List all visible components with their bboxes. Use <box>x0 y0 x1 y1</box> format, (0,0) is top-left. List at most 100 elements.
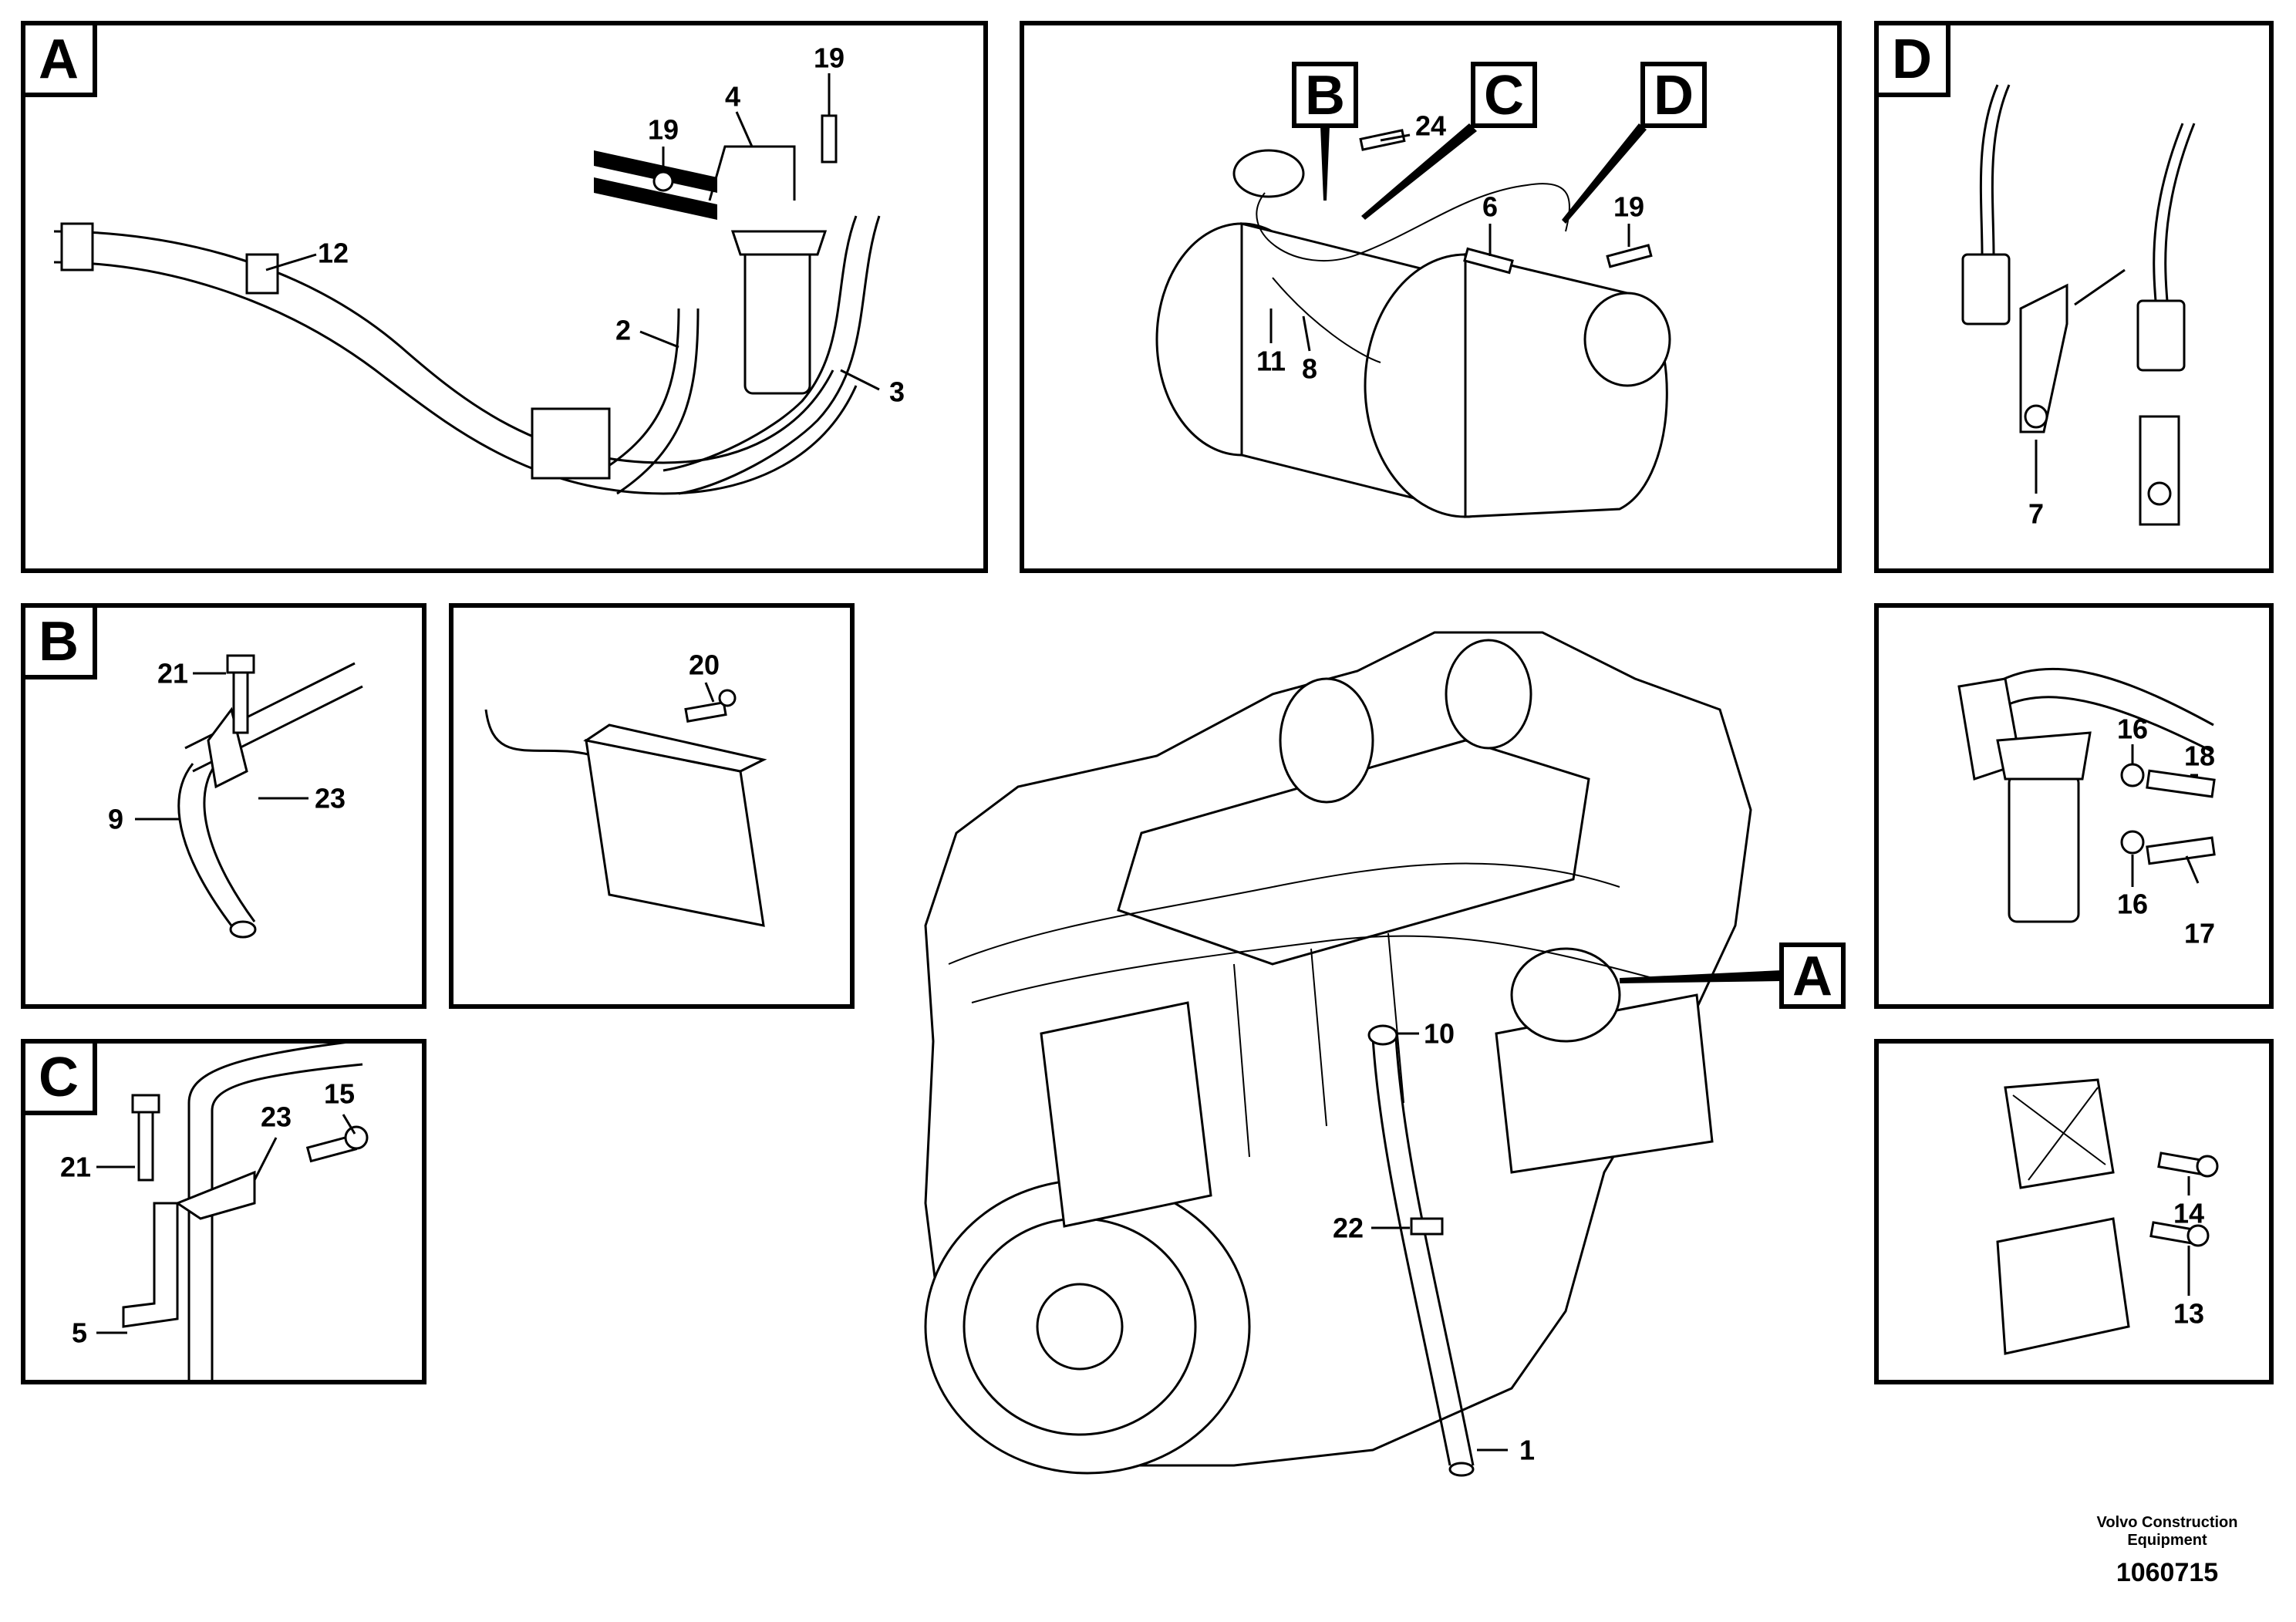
clip-23-c <box>174 1170 256 1220</box>
bolt-21-c-head <box>131 1094 160 1114</box>
turbo-housing <box>1445 639 1532 750</box>
valve-cover <box>1117 739 1590 966</box>
leader-2 <box>639 330 679 349</box>
engine-ecu <box>1040 1001 1212 1228</box>
bolt-19-mid <box>1606 244 1653 268</box>
panel-b-badge <box>21 603 97 679</box>
panel-c: C 15 23 21 5 <box>21 1039 426 1384</box>
fuel-filter <box>2008 774 2080 923</box>
label-23-b: 23 <box>315 783 346 814</box>
bracket-5 <box>122 1202 179 1328</box>
label-23-c: 23 <box>261 1101 292 1133</box>
label-11: 11 <box>1256 346 1286 377</box>
footer-brand-line1: Volvo Construction <box>2097 1514 2238 1531</box>
footer: Volvo Construction Equipment 1060715 <box>2097 1514 2238 1587</box>
label-14: 14 <box>2173 1198 2204 1229</box>
filter-head <box>730 230 828 256</box>
harness-1 <box>948 862 1620 965</box>
label-13: 13 <box>2173 1298 2204 1330</box>
leader-20 <box>704 682 715 703</box>
washer-16-a <box>2120 763 2145 787</box>
bolt-20 <box>684 701 727 723</box>
bolt-21-c <box>137 1109 154 1182</box>
panel-a-frame <box>21 21 988 573</box>
hose-9b <box>203 763 256 922</box>
bolt-20-head <box>718 689 737 707</box>
fuel-filter-head <box>1996 731 2092 781</box>
engine-assembly: A 10 22 1 <box>924 631 1846 1477</box>
label-3: 3 <box>889 376 905 408</box>
bracket-4 <box>708 145 796 201</box>
label-24: 24 <box>1415 110 1446 142</box>
ecu-unit <box>1996 1217 2130 1355</box>
label-4: 4 <box>725 81 740 113</box>
sleeve-12 <box>245 253 279 295</box>
leader-17 <box>2185 855 2200 884</box>
bolt-19-b <box>821 114 838 164</box>
outlet-pipe <box>1583 292 1671 387</box>
pipe-c <box>187 1040 356 1381</box>
callout-c-badge <box>1471 62 1537 128</box>
callout-c-arrow <box>1361 123 1477 220</box>
panel-a: A 19 4 19 12 2 3 <box>21 21 988 573</box>
pipe-c-b <box>211 1063 363 1381</box>
sensor-connector-right <box>2136 299 2186 372</box>
ecu-bracket-cross <box>2012 1087 2106 1181</box>
sensor-wire-2 <box>1272 277 1381 363</box>
panel-module: 20 <box>449 603 855 1009</box>
callout-d-arrow <box>1562 123 1647 224</box>
sensor-cable-right <box>2153 123 2184 302</box>
panel-ecu: 14 13 <box>1874 1039 2274 1384</box>
harness-3 <box>1233 932 1404 1158</box>
filter-hose-top <box>1989 667 2214 727</box>
leader-8 <box>1302 315 1311 352</box>
panel-c-letter: C <box>39 1047 79 1108</box>
ecu-bracket <box>2004 1078 2115 1189</box>
bolt-15-head <box>344 1125 369 1150</box>
leader-12 <box>265 253 317 271</box>
panel-a-badge <box>21 21 97 97</box>
label-21-c: 21 <box>60 1152 91 1183</box>
sensor-cable-right-b <box>2164 123 2196 302</box>
panel-d-badge <box>1874 21 1950 97</box>
hose-3 <box>663 215 858 472</box>
label-18: 18 <box>2184 740 2215 772</box>
label-19-mid: 19 <box>1613 191 1644 223</box>
turbo-inlet <box>1279 677 1374 804</box>
label-16-b: 16 <box>2117 889 2148 920</box>
hose-12-outer <box>53 230 834 464</box>
sensor-connector-left <box>1961 253 2011 325</box>
label-15: 15 <box>324 1078 355 1110</box>
hose-3b <box>678 215 881 495</box>
callout-a-letter: A <box>1792 946 1832 1007</box>
filter-a-location <box>1510 947 1621 1043</box>
ring-terminal-right-hole <box>2147 481 2172 506</box>
panel-d: D 7 <box>1874 21 2274 573</box>
label-21-b: 21 <box>157 658 188 690</box>
panel-filter: 16 18 16 17 <box>1874 603 2274 1009</box>
label-16-a: 16 <box>2117 713 2148 745</box>
plate-stripes <box>594 150 717 220</box>
hose-9-end <box>229 920 257 939</box>
label-12: 12 <box>318 238 349 269</box>
bolt-17 <box>2146 836 2216 865</box>
hose-2b <box>616 308 700 495</box>
label-8: 8 <box>1302 353 1317 385</box>
panel-b: B 21 23 9 <box>21 603 426 1009</box>
label-6: 6 <box>1482 191 1498 223</box>
callout-d-letter: D <box>1654 65 1694 126</box>
hose-12-inner <box>53 261 858 495</box>
fitting-left <box>60 222 94 271</box>
clamp-10 <box>1367 1024 1398 1046</box>
leader-3 <box>840 369 880 391</box>
leader-7b <box>2074 268 2126 306</box>
leader-23-c <box>253 1137 278 1181</box>
panel-top-middle: B C D 24 6 19 11 8 <box>1020 21 1842 573</box>
ring-terminal-right <box>2139 415 2180 526</box>
callout-b-badge <box>1292 62 1358 128</box>
breather-hose-1 <box>1371 1037 1451 1466</box>
label-9: 9 <box>108 804 123 835</box>
callout-a-arrow <box>1620 970 1782 983</box>
label-19b: 19 <box>814 42 845 74</box>
harness-2 <box>971 935 1659 1003</box>
